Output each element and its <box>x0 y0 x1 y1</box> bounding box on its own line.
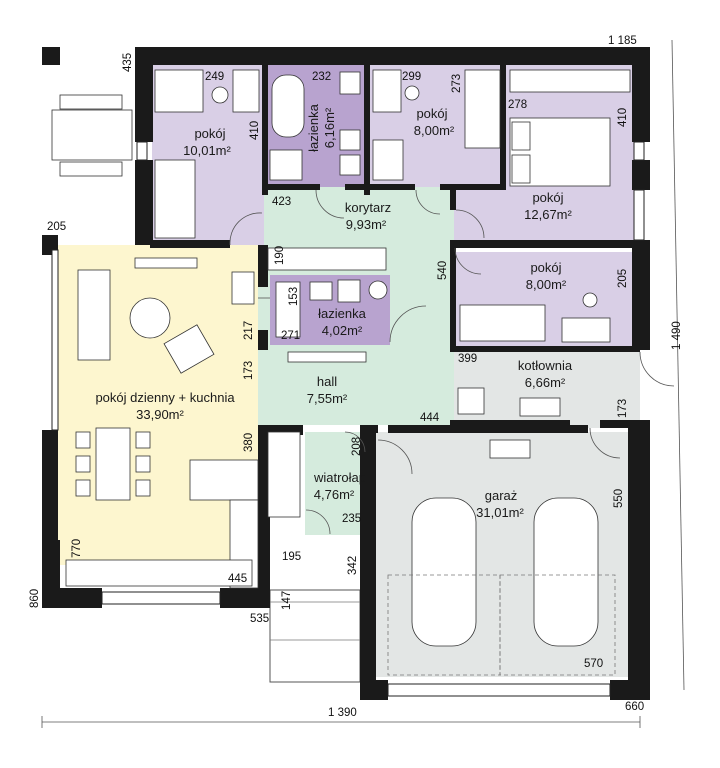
room-wiatrolap-name: wiatrołap <box>313 470 366 485</box>
dim-1185: 1 185 <box>608 35 637 47</box>
room-hall-area: 7,55m² <box>307 391 348 406</box>
room-kotlownia-name: kotłownia <box>518 358 573 373</box>
dim-410b: 410 <box>617 108 629 127</box>
room-pokoj-2-area: 8,00m² <box>414 123 455 138</box>
room-pokoj-2-name: pokój <box>416 106 447 121</box>
dim-435: 435 <box>122 53 134 72</box>
dim-342: 342 <box>347 556 359 575</box>
dim-217: 217 <box>243 321 255 340</box>
dim-271: 271 <box>281 330 300 342</box>
room-lazienka-1-area: 6,16m² <box>322 107 337 148</box>
dim-232: 232 <box>312 71 331 83</box>
dim-153: 153 <box>288 287 300 306</box>
dim-540: 540 <box>437 261 449 280</box>
room-lazienka-1-name: łazienka <box>306 103 321 151</box>
room-pokoj-1-name: pokój <box>194 126 225 141</box>
room-pokoj-1-area: 10,01m² <box>183 143 231 158</box>
windows <box>51 141 645 697</box>
room-labels: pokój 10,01m² łazienka 6,16m² pokój 8,00… <box>95 103 572 520</box>
dim-173a: 173 <box>243 361 255 380</box>
room-korytarz-area: 9,93m² <box>346 217 387 232</box>
dim-173b: 173 <box>617 399 629 418</box>
dim-249: 249 <box>205 71 224 83</box>
room-wiatrolap-floor <box>305 432 365 535</box>
dim-208: 208 <box>351 437 363 456</box>
room-dzienny-area: 33,90m² <box>136 407 184 422</box>
dim-423: 423 <box>272 196 291 208</box>
room-pokoj-3-area: 12,67m² <box>524 207 572 222</box>
room-dzienny-name: pokój dzienny + kuchnia <box>95 390 235 405</box>
walls <box>42 47 650 700</box>
dim-195: 195 <box>282 551 301 563</box>
room-lazienka-2-name: łazienka <box>318 306 366 321</box>
room-pokoj-3b-floor <box>454 187 640 245</box>
room-korytarz-name: korytarz <box>345 200 391 215</box>
dim-1490: 1 490 <box>671 321 683 350</box>
dim-190: 190 <box>274 246 286 265</box>
furniture <box>51 69 631 676</box>
dim-205b: 205 <box>617 269 629 288</box>
dim-273: 273 <box>451 74 463 93</box>
room-wiatrolap-area: 4,76m² <box>314 487 355 502</box>
dim-445: 445 <box>228 573 247 585</box>
entrance-porch <box>269 589 361 683</box>
room-garaz-name: garaż <box>485 488 518 503</box>
dim-860: 860 <box>29 589 41 608</box>
doors <box>229 189 675 535</box>
dim-278: 278 <box>508 99 527 111</box>
dim-235: 235 <box>342 513 361 525</box>
dim-399: 399 <box>458 353 477 365</box>
dim-1390: 1 390 <box>328 707 357 719</box>
dim-299: 299 <box>402 71 421 83</box>
dim-535: 535 <box>250 613 269 625</box>
dim-380: 380 <box>243 433 255 452</box>
room-pokoj-3-name: pokój <box>532 190 563 205</box>
dim-570: 570 <box>584 658 603 670</box>
room-pokoj-4-name: pokój <box>530 260 561 275</box>
room-kotlownia-area: 6,66m² <box>525 375 566 390</box>
room-hall-name: hall <box>317 374 337 389</box>
dim-770: 770 <box>71 539 83 558</box>
room-lazienka-2-area: 4,02m² <box>322 323 363 338</box>
dim-444: 444 <box>420 412 440 424</box>
room-garaz-area: 31,01m² <box>476 505 524 520</box>
room-korytarz-floor <box>264 187 454 245</box>
dim-147: 147 <box>281 591 293 610</box>
dimension-lines <box>41 39 685 728</box>
dim-205a: 205 <box>47 221 66 233</box>
dim-660: 660 <box>625 701 644 713</box>
dimension-labels: 1 185 435 249 232 299 273 278 410 410 42… <box>29 35 683 719</box>
dim-410a: 410 <box>249 121 261 140</box>
room-pokoj-4-area: 8,00m² <box>526 277 567 292</box>
dim-550: 550 <box>613 489 625 508</box>
